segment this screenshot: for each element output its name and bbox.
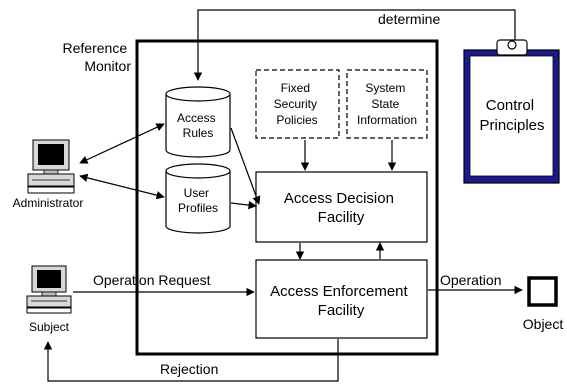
svg-text:Access Enforcement Facil: Access Enforcement Facility: [270, 283, 412, 319]
subject-computer-icon: [26, 265, 72, 314]
reference-monitor-label: Reference Monitor: [63, 40, 132, 74]
fixed-security-policies-box: Fixed Security Policies: [255, 69, 340, 139]
rules-to-decision-arrow: [230, 127, 261, 205]
operation-label: Operation: [440, 272, 501, 288]
profiles-to-decision-arrow: [230, 200, 257, 210]
svg-text:User Profiles: User Profiles: [178, 186, 218, 215]
system-state-information-box: System State Information: [346, 69, 428, 139]
subject-label: Subject: [29, 320, 70, 334]
access-decision-facility-box: Access Decision Facility: [255, 171, 428, 243]
rejection-arrow: [43, 339, 339, 382]
svg-text:Access Decision Facility: Access Decision Facility: [284, 190, 398, 226]
administrator-rules-arrow: [79, 123, 165, 164]
control-principles-label: Control Principles: [479, 97, 544, 134]
determine-connector: [193, 9, 516, 81]
rejection-label: Rejection: [160, 361, 218, 377]
access-enforcement-facility-box: Access Enforcement Facility: [255, 259, 428, 339]
administrator-profiles-arrow: [79, 173, 165, 200]
control-principles-clipboard-icon: [463, 39, 560, 184]
svg-text:System State Infor: System State Information: [357, 81, 417, 127]
user-profiles-store: User Profiles: [165, 163, 231, 234]
access-rules-store: Access Rules: [165, 86, 231, 158]
operation-request-label: Operation Request: [93, 272, 211, 288]
determine-label: determine: [378, 11, 440, 27]
object-icon: [527, 276, 558, 307]
svg-text:Fixed Security Pol: Fixed Security Policies: [274, 81, 321, 127]
object-label: Object: [523, 316, 564, 332]
administrator-label: Administrator: [13, 196, 84, 210]
svg-text:Access Rules: Access Rules: [177, 111, 219, 140]
administrator-computer-icon: [27, 139, 75, 194]
